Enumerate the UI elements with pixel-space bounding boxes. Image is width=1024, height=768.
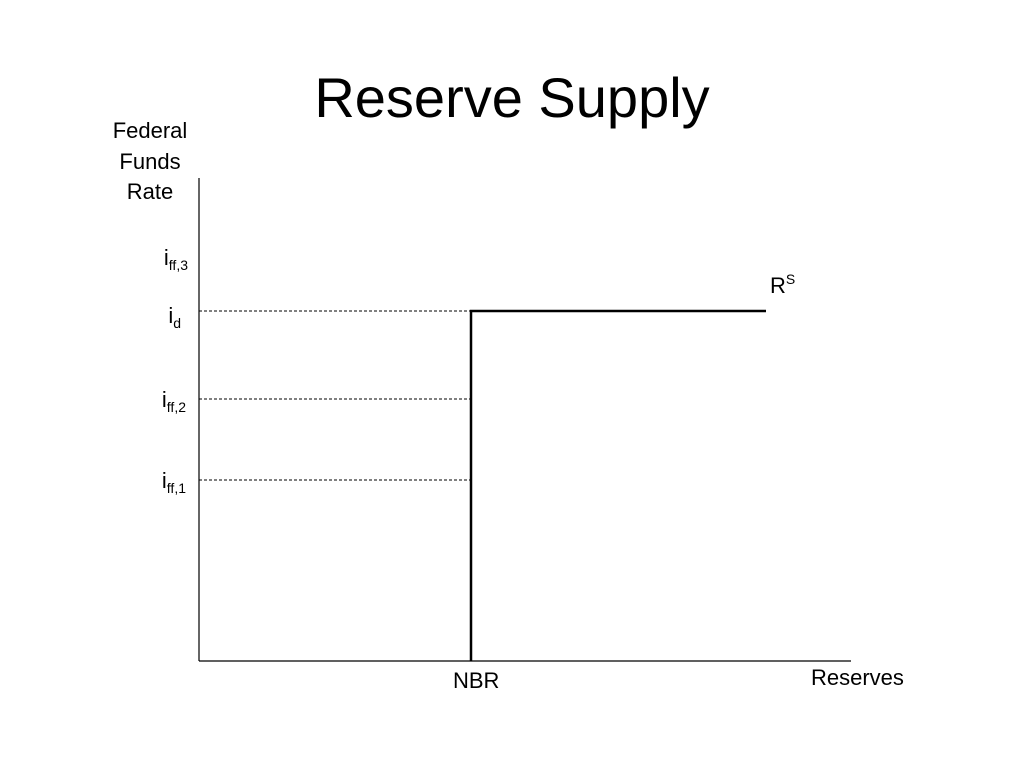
page-title: Reserve Supply	[314, 66, 710, 129]
y-axis-label-line: Funds	[119, 148, 181, 174]
nbr-label: NBR	[453, 668, 500, 693]
supply-curve-label-base: R	[770, 273, 786, 298]
supply-curve-label: RS	[770, 271, 795, 301]
rate-label-i-ff-3: iff,3	[108, 243, 188, 273]
rate-label-i-d: id	[101, 301, 181, 331]
rate-label-base: i	[161, 387, 167, 412]
supply-curve-label-superscript: S	[785, 271, 796, 287]
rate-label-subscript: d	[173, 315, 181, 331]
rate-label-base: i	[168, 303, 174, 328]
reserve-supply-curve	[469, 309, 766, 661]
rate-label-subscript: ff,1	[166, 480, 186, 496]
rate-label-base: i	[161, 468, 167, 493]
rate-label-subscript: ff,3	[168, 257, 188, 273]
y-axis-label: Federal Funds Rate	[95, 116, 205, 208]
rate-label-i-ff-2: iff,2	[106, 385, 186, 415]
rate-label-base: i	[163, 245, 169, 270]
y-axis-label-line: Rate	[126, 179, 174, 204]
x-axis-label: Reserves	[811, 665, 904, 690]
rate-label-i-ff-1: iff,1	[106, 466, 186, 496]
y-axis-label-line: Federal	[112, 118, 188, 143]
rate-label-subscript: ff,2	[166, 399, 186, 415]
